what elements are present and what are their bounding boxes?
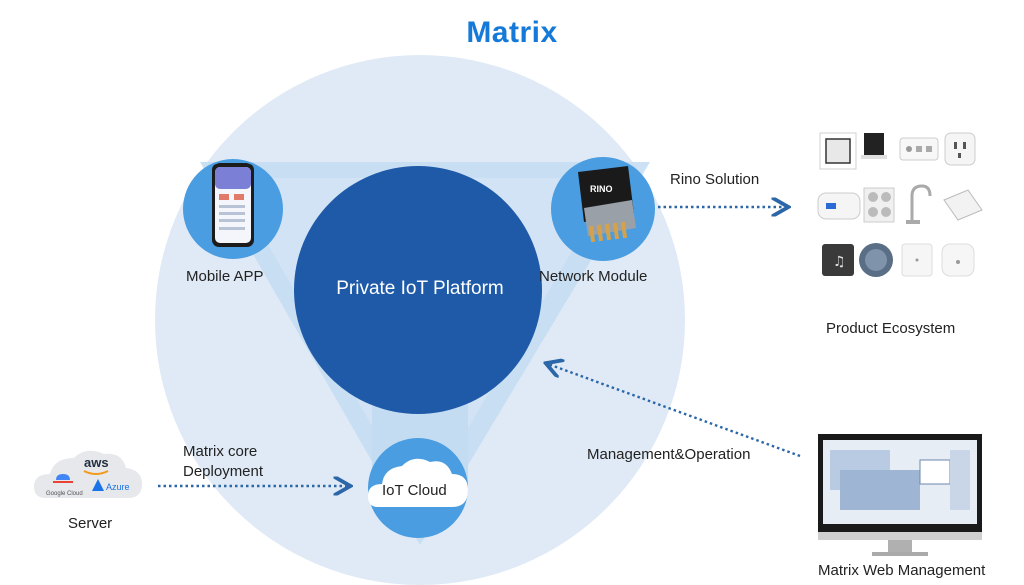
product-scale-icon xyxy=(901,243,933,277)
platform-circle xyxy=(294,166,542,414)
product-ecosystem-grid: ♫ xyxy=(817,132,983,277)
iot-cloud-label: IoT Cloud xyxy=(382,482,447,499)
google-cloud-icon xyxy=(56,474,70,480)
management-label: Management&Operation xyxy=(587,446,751,463)
product-music-icon: ♫ xyxy=(822,244,854,276)
product-cooktop-icon xyxy=(863,187,895,223)
mobile-app-node xyxy=(183,159,283,259)
product-socket-icon xyxy=(944,132,976,166)
product-ecosystem-label: Product Ecosystem xyxy=(826,320,956,337)
product-sensor-icon xyxy=(941,243,975,277)
iot-cloud-node xyxy=(368,438,468,538)
network-module-label: Network Module xyxy=(539,268,648,285)
svg-text:Azure: Azure xyxy=(106,482,130,492)
monitor-icon xyxy=(818,434,982,556)
phone-icon xyxy=(212,163,254,247)
server-label: Server xyxy=(68,515,113,532)
cloud-icon xyxy=(368,458,468,507)
management-arrow xyxy=(548,364,801,458)
network-module-node: RINO xyxy=(551,157,655,261)
product-switch-icon xyxy=(899,137,939,161)
rino-solution-label: Rino Solution xyxy=(670,171,760,188)
chip-brand: RINO xyxy=(590,184,613,194)
svg-text:♫: ♫ xyxy=(833,254,846,270)
product-faucet-icon xyxy=(906,184,932,224)
web-management-label: Matrix Web Management xyxy=(818,562,986,579)
azure-icon xyxy=(92,479,104,491)
svg-text:aws: aws xyxy=(84,455,109,470)
aws-smile-icon xyxy=(83,470,109,475)
platform-label: Private IoT Platform xyxy=(336,278,504,299)
product-tablet-icon xyxy=(858,133,888,163)
product-heater-icon xyxy=(817,192,861,220)
product-robot-vacuum-icon xyxy=(859,243,893,277)
product-roof-icon xyxy=(943,189,983,221)
server-cloud-shape xyxy=(34,450,142,498)
deployment-label-line2: Deployment xyxy=(183,463,264,480)
mobile-app-label: Mobile APP xyxy=(186,268,264,285)
svg-text:Google Cloud: Google Cloud xyxy=(46,491,83,497)
product-panel-icon xyxy=(819,132,857,170)
server-logos: aws Google Cloud Azure xyxy=(34,450,142,498)
diagram-title: Matrix xyxy=(466,16,558,49)
deployment-label-line1: Matrix core xyxy=(183,443,258,460)
chip-icon xyxy=(578,166,636,243)
